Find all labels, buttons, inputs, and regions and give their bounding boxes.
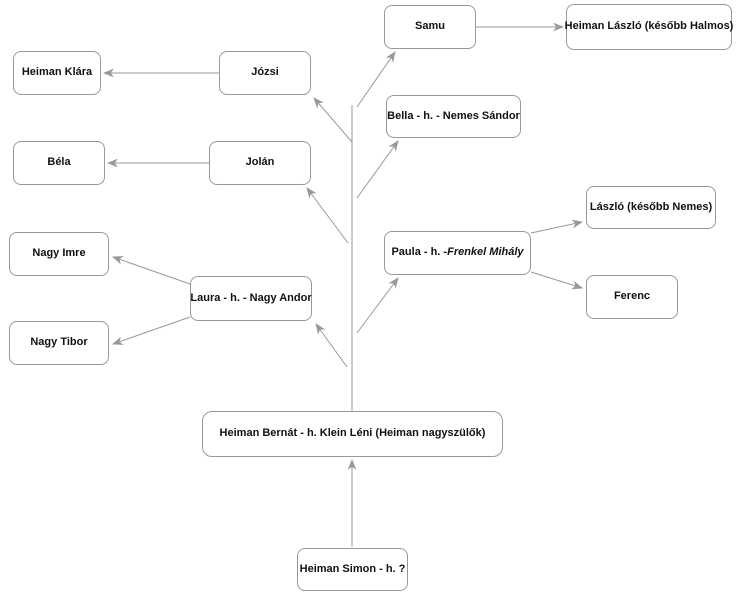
node-label: László (később Nemes) [589,200,713,213]
node-label: Ferenc [613,290,651,303]
node-nagy-tibor[interactable]: Nagy Tibor [9,321,109,365]
node-heiman-laszlo-halmos[interactable]: Heiman László (később Halmos) [564,4,734,50]
node-heiman-klara[interactable]: Heiman Klára [13,51,101,95]
edge-trunk-to-bella [356,140,399,199]
node-bella[interactable]: Bella - h. - Nemes Sándor [386,95,521,138]
node-label: Béla [47,156,71,169]
node-label-prefix: Paula - h. - [391,246,448,259]
node-label: Nagy Tibor [30,336,88,349]
node-label: Bella - h. - Nemes Sándor [387,109,520,122]
node-label: Nagy Imre [32,247,86,260]
node-paula[interactable]: Paula - h. - Frenkel Mihály [384,231,531,275]
node-label: Samu [415,20,445,33]
node-nagy-imre[interactable]: Nagy Imre [9,232,109,276]
node-label: Jolán [245,156,275,169]
node-ferenc[interactable]: Ferenc [586,275,678,319]
edge-paula-to-laszlo-nemes [530,219,584,234]
edge-trunk-to-laura [315,323,348,368]
node-label: Heiman László (később Halmos) [564,20,734,33]
node-laszlo-nemes[interactable]: László (később Nemes) [586,186,716,229]
node-label: Heiman Simon - h. ? [299,562,406,575]
node-label: Heiman Bernát - h. Klein Léni (Heiman na… [219,427,486,440]
node-heiman-bernat[interactable]: Heiman Bernát - h. Klein Léni (Heiman na… [202,411,503,457]
edge-trunk-to-jozsi [313,97,353,143]
node-label-italic: Frenkel Mihály [447,246,524,259]
edge-trunk-to-jolan [306,187,349,244]
node-jozsi[interactable]: Józsi [219,51,311,95]
node-jolan[interactable]: Jolán [209,141,311,185]
edge-trunk-to-paula [356,277,399,334]
node-bela[interactable]: Béla [13,141,105,185]
edge-laura-to-nagy-tibor [111,316,191,345]
edge-laura-to-nagy-imre [111,256,191,285]
node-samu[interactable]: Samu [384,5,476,49]
node-laura[interactable]: Laura - h. - Nagy Andor [190,276,312,321]
node-label: Józsi [251,66,279,79]
node-label: Laura - h. - Nagy Andor [190,291,312,304]
node-heiman-simon[interactable]: Heiman Simon - h. ? [297,548,408,591]
edge-paula-to-ferenc [530,271,584,290]
node-label: Heiman Klára [21,66,93,79]
